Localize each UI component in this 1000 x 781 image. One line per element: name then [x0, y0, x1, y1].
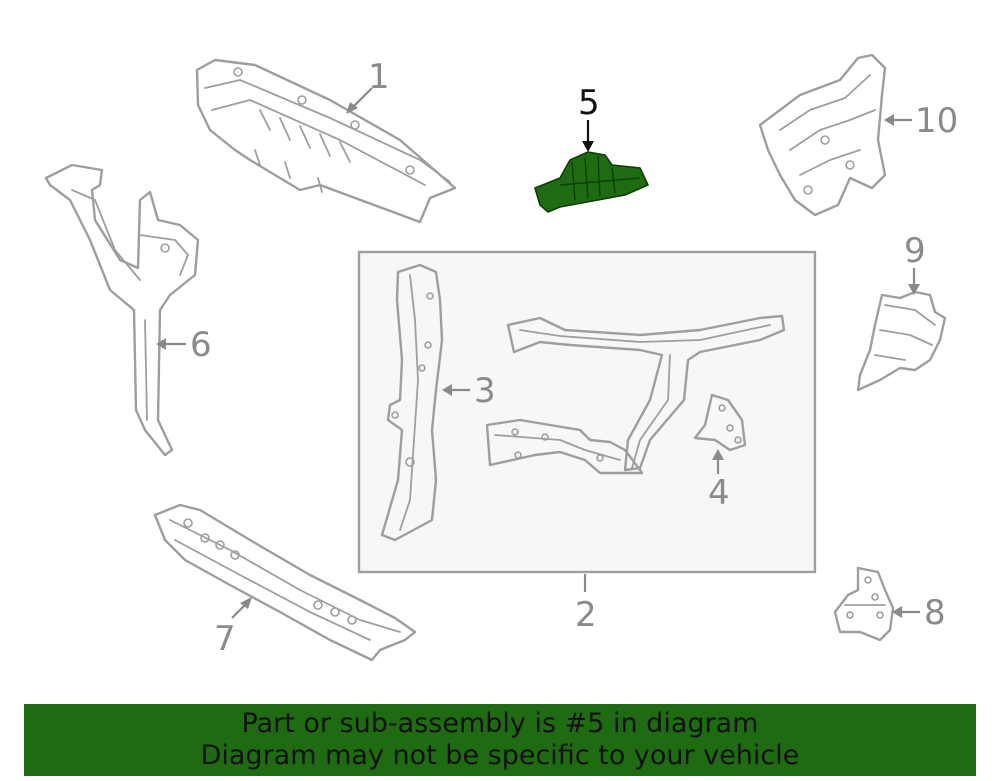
callout-5[interactable]: 5 — [578, 83, 600, 123]
arrowhead-1 — [346, 102, 358, 114]
callout-10[interactable]: 10 — [915, 101, 958, 141]
arrowhead-10 — [884, 114, 894, 126]
leader-1 — [351, 87, 373, 109]
part-10-side-bracket[interactable] — [758, 53, 887, 217]
part-3-side-pillar[interactable] — [380, 263, 444, 542]
part-7-lower-cross-member[interactable] — [153, 503, 417, 662]
part-1-upper-support[interactable] — [195, 58, 457, 224]
part-6-left-support[interactable] — [44, 163, 200, 457]
callout-1[interactable]: 1 — [368, 57, 390, 97]
arrowhead-7 — [240, 597, 252, 609]
part-5-bracket-highlighted[interactable] — [534, 151, 649, 213]
arrowhead-9 — [908, 284, 920, 295]
callout-6[interactable]: 6 — [190, 325, 212, 365]
part-9-right-bracket[interactable] — [856, 290, 947, 392]
group-box-part-2 — [357, 250, 817, 574]
parts-diagram: 1 5 10 6 3 — [44, 53, 958, 662]
callout-3[interactable]: 3 — [474, 371, 496, 411]
callout-8[interactable]: 8 — [924, 593, 946, 633]
arrowhead-5 — [582, 141, 594, 152]
part-8-lower-bracket[interactable] — [833, 566, 895, 642]
info-banner: Part or sub-assembly is #5 in diagram Di… — [24, 704, 976, 776]
callout-4[interactable]: 4 — [708, 473, 730, 513]
arrowhead-3 — [442, 384, 452, 396]
callout-7[interactable]: 7 — [214, 619, 236, 659]
arrowhead-8 — [892, 606, 902, 618]
arrowhead-6 — [156, 338, 166, 350]
leader-7 — [231, 603, 247, 619]
banner-line-2: Diagram may not be specific to your vehi… — [200, 740, 800, 771]
callout-9[interactable]: 9 — [904, 231, 926, 271]
callout-2[interactable]: 2 — [575, 595, 597, 635]
arrowhead-4 — [712, 449, 724, 460]
part-4-gusset[interactable] — [693, 393, 747, 452]
part-2-cross-member-assembly[interactable] — [485, 314, 786, 475]
banner-line-1: Part or sub-assembly is #5 in diagram — [241, 708, 759, 739]
